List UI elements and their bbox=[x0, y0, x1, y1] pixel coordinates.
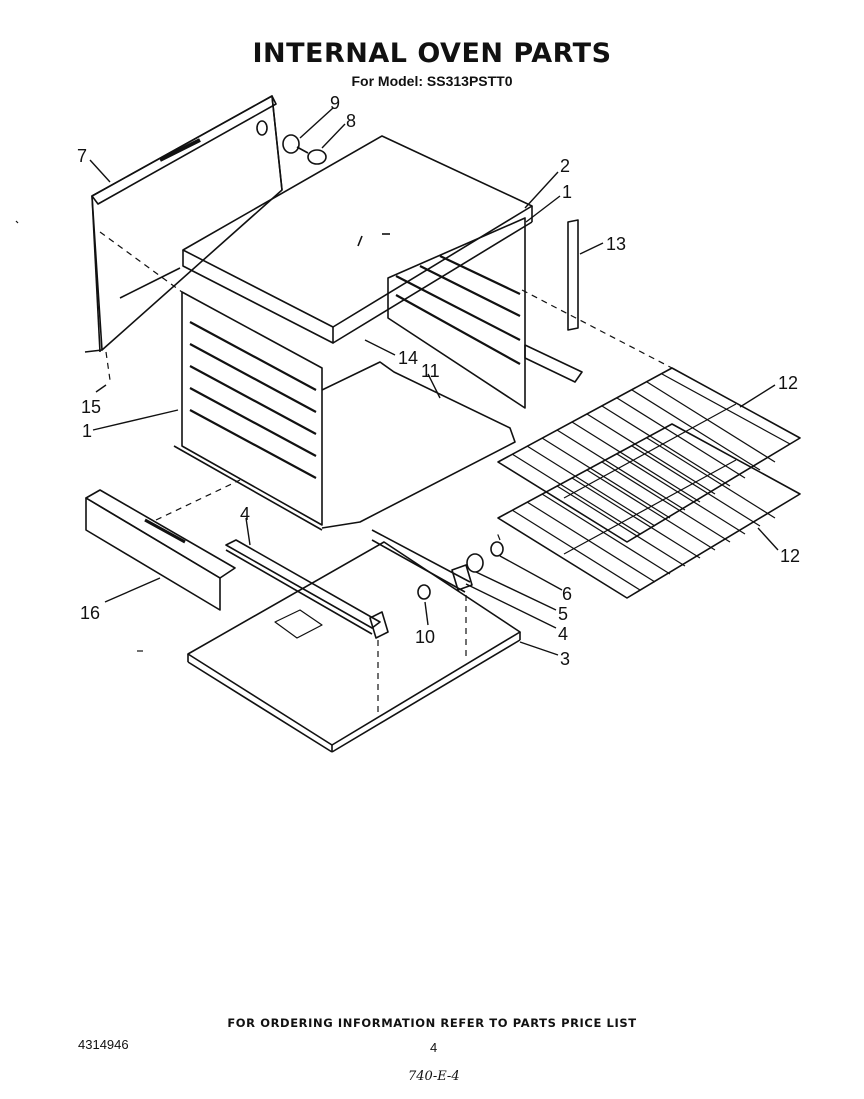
callout-1: 1 bbox=[562, 182, 572, 202]
page-number: 4 bbox=[430, 1040, 438, 1055]
light-socket bbox=[256, 120, 327, 165]
callout-13: 13 bbox=[606, 234, 626, 254]
callout-2: 2 bbox=[560, 156, 570, 176]
callout-3: 3 bbox=[560, 649, 570, 669]
callout-12: 12 bbox=[780, 546, 800, 566]
callout-6: 6 bbox=[562, 584, 572, 604]
callout-9: 9 bbox=[330, 93, 340, 113]
callout-4: 4 bbox=[240, 504, 250, 524]
callout-15: 15 bbox=[81, 397, 101, 417]
callout-12: 12 bbox=[778, 373, 798, 393]
oven-rack-lower bbox=[497, 423, 801, 599]
callout-4: 4 bbox=[558, 624, 568, 644]
oven-top bbox=[182, 135, 533, 344]
bake-element bbox=[225, 529, 471, 639]
oven-bottom bbox=[321, 361, 516, 529]
vent-strip bbox=[567, 219, 579, 331]
stray-marks bbox=[15, 220, 143, 652]
handwritten-note: 740-E-4 bbox=[408, 1069, 460, 1084]
reference-lines bbox=[99, 231, 673, 712]
document-number: 4314946 bbox=[78, 1037, 129, 1052]
model-subtitle: For Model: SS313PSTT0 bbox=[351, 73, 513, 89]
right-side-panel bbox=[387, 217, 583, 409]
ordering-note: FOR ORDERING INFORMATION REFER TO PARTS … bbox=[227, 1016, 637, 1030]
callout-16: 16 bbox=[80, 603, 100, 623]
back-panel bbox=[84, 95, 283, 353]
callout-8: 8 bbox=[346, 111, 356, 131]
callout-7: 7 bbox=[77, 146, 87, 166]
leader-lines bbox=[89, 107, 779, 656]
callout-5: 5 bbox=[558, 604, 568, 624]
callout-11: 11 bbox=[421, 361, 440, 381]
left-side-panel bbox=[119, 267, 323, 531]
page-title: INTERNAL OVEN PARTS bbox=[252, 38, 612, 69]
callout-1: 1 bbox=[82, 421, 92, 441]
oven-floor bbox=[187, 541, 521, 753]
oven-rack-upper bbox=[497, 367, 801, 543]
fasteners bbox=[417, 541, 504, 600]
callout-14: 14 bbox=[398, 348, 418, 368]
callout-10: 10 bbox=[415, 627, 435, 647]
callout-labels: 9 8 7 2 1 13 14 11 15 1 12 12 4 6 5 4 16… bbox=[77, 93, 800, 669]
front-trim bbox=[85, 489, 236, 611]
